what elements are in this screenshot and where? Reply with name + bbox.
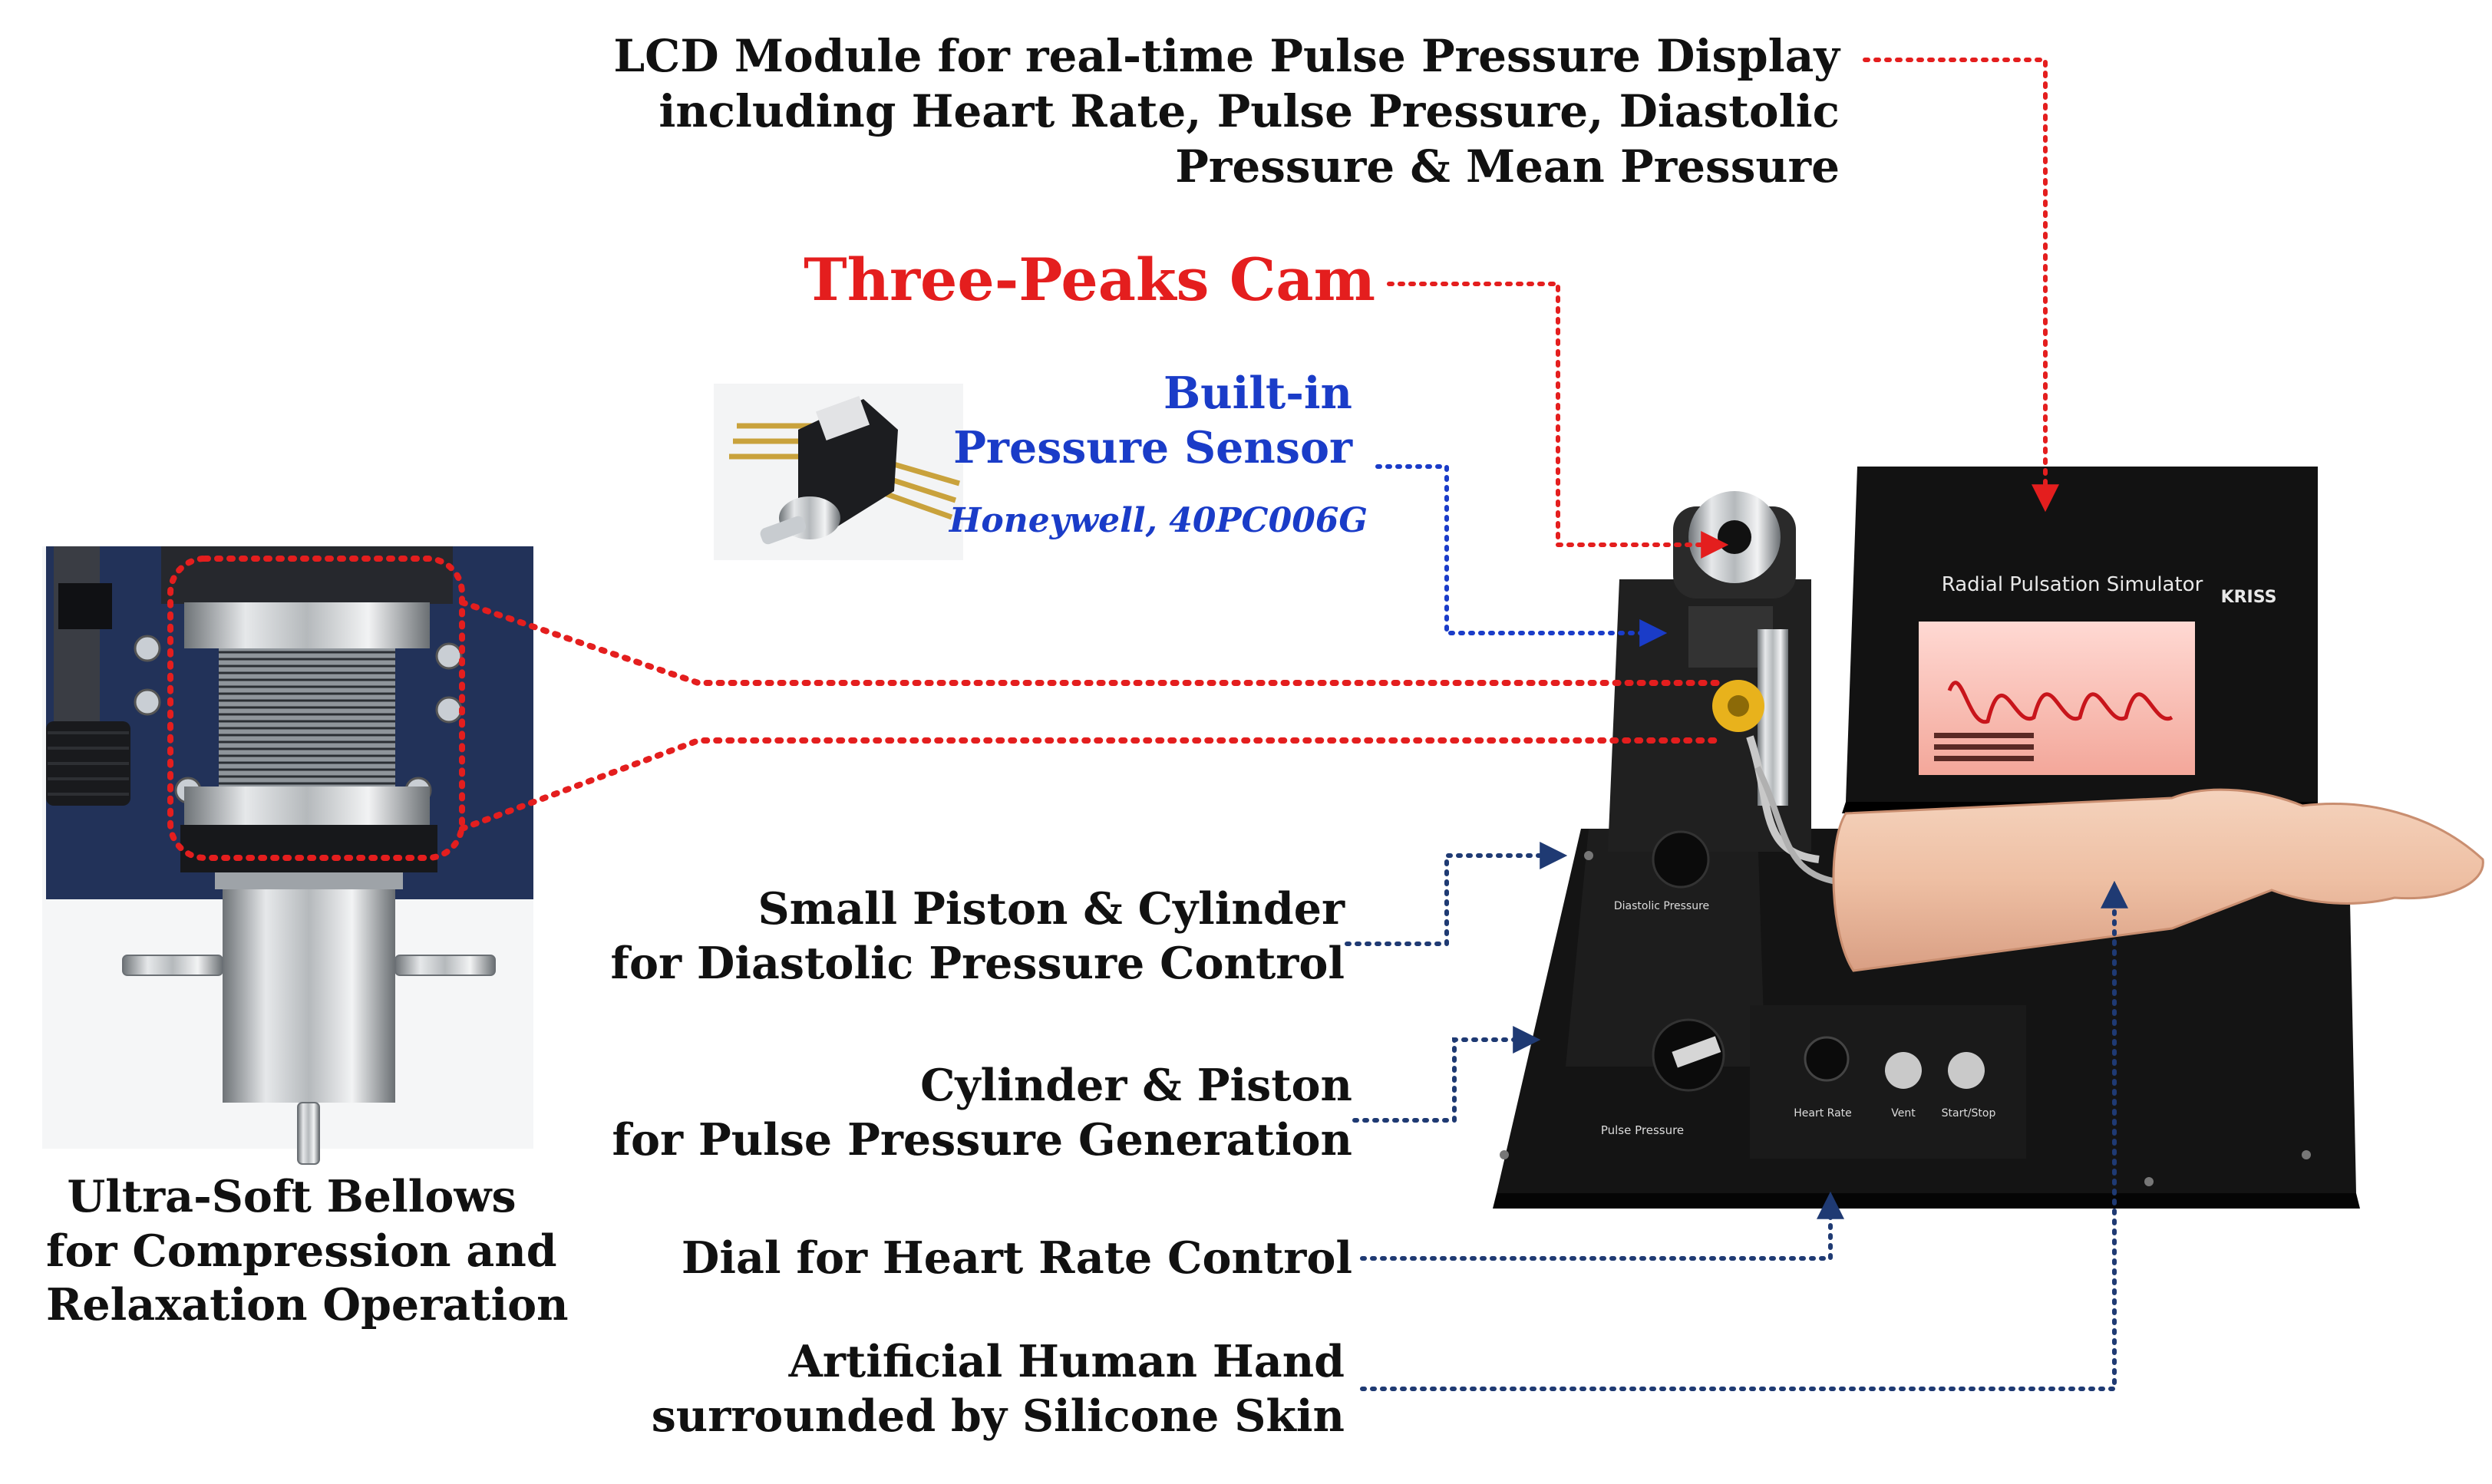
bellows-label-line-3: Relaxation Operation	[46, 1279, 569, 1331]
cam-callout-line	[1387, 282, 1729, 559]
lcd-waveform	[1947, 681, 2173, 724]
panel-pulse-label: Pulse Pressure	[1601, 1123, 1684, 1137]
bellows-callout-lower	[459, 737, 1722, 832]
bellows-label-line-2: for Compression and	[46, 1225, 557, 1277]
cylinder-piston-line-2: for Pulse Pressure Generation	[612, 1113, 1352, 1166]
bellows-ribs	[219, 651, 395, 785]
sensor-callout-line	[1375, 464, 1668, 647]
bellows-highlight-box	[167, 556, 465, 861]
pressure-sensor-photo	[714, 384, 963, 560]
three-peaks-cam-label: Three-Peaks Cam	[804, 246, 1375, 314]
sensor-label-line-2: Pressure Sensor	[953, 421, 1352, 473]
simulator-device-photo: Radial Pulsation Simulator KRISS Diastol…	[1493, 467, 2484, 1209]
small-piston-callout-line	[1345, 842, 1568, 946]
sensor-label-line-1: Built-in	[1163, 368, 1352, 419]
lcd-label-line-1: LCD Module for real-time Pulse Pressure …	[613, 30, 1840, 82]
lcd-screen	[1919, 622, 2195, 775]
heart-rate-dial-label: Dial for Heart Rate Control	[681, 1232, 1352, 1284]
bellows-callout-upper	[459, 599, 1722, 686]
dial-callout-line	[1360, 1191, 1844, 1261]
pulse-piston-callout-line	[1352, 1026, 1541, 1123]
bellows-label: Ultra-Soft Bellows for Compression and R…	[46, 1170, 569, 1333]
hand-callout-line	[1360, 880, 2128, 1391]
lcd-callout-line	[1863, 58, 2059, 513]
sensor-model-label: Honeywell, 40PC006G	[949, 501, 1368, 540]
panel-vent-label: Vent	[1891, 1107, 1916, 1120]
bellows-photo	[42, 546, 533, 1165]
small-piston-label: Small Piston & Cylinder for Diastolic Pr…	[610, 882, 1345, 991]
bellows-label-line-1: Ultra-Soft Bellows	[67, 1171, 517, 1222]
panel-heart-rate-label: Heart Rate	[1794, 1107, 1852, 1120]
cylinder-piston-label: Cylinder & Piston for Pulse Pressure Gen…	[612, 1059, 1352, 1167]
hand-label-line-2: surrounded by Silicone Skin	[651, 1390, 1345, 1442]
cylinder-piston-line-1: Cylinder & Piston	[920, 1060, 1352, 1111]
small-piston-line-1: Small Piston & Cylinder	[758, 883, 1345, 935]
hand-label-line-1: Artificial Human Hand	[788, 1336, 1345, 1387]
brand-logo-text: KRISS	[2221, 588, 2277, 607]
lcd-label-line-3: Pressure & Mean Pressure	[1175, 140, 1840, 193]
lcd-label-line-2: including Heart Rate, Pulse Pressure, Di…	[658, 84, 1840, 137]
panel-start-stop-label: Start/Stop	[1942, 1107, 1996, 1120]
small-piston-line-2: for Diastolic Pressure Control	[610, 937, 1345, 989]
lcd-module-label: LCD Module for real-time Pulse Pressure …	[613, 29, 1840, 195]
pressure-sensor-label: Built-in Pressure Sensor	[953, 367, 1352, 475]
screen-title-text: Radial Pulsation Simulator	[1942, 573, 2203, 596]
panel-diastolic-label: Diastolic Pressure	[1614, 900, 1709, 912]
artificial-hand-label: Artificial Human Hand surrounded by Sili…	[652, 1335, 1345, 1443]
